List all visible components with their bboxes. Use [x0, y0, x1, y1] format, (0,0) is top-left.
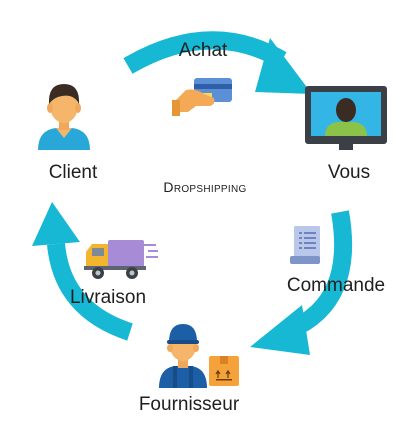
- fournisseur-worker-icon: [159, 324, 207, 388]
- commande-label: Commande: [287, 275, 385, 296]
- diagram-title: Dropshipping: [163, 179, 246, 195]
- commande-arrow: [250, 210, 353, 355]
- livraison-arrow: [32, 202, 133, 341]
- cycle-arrows: [32, 31, 353, 355]
- fournisseur-label: Fournisseur: [139, 394, 240, 415]
- client-label: Client: [49, 162, 98, 183]
- credit-card-icon: [172, 78, 232, 116]
- achat-label: Achat: [179, 40, 228, 61]
- livraison-label: Livraison: [70, 287, 146, 308]
- vous-label: Vous: [328, 162, 370, 183]
- document-icon: [290, 226, 320, 264]
- achat-arrow: [123, 31, 312, 94]
- client-user-icon: [38, 84, 90, 150]
- vous-monitor-icon: [305, 86, 387, 150]
- truck-icon: [84, 240, 158, 279]
- box-icon: [209, 356, 239, 386]
